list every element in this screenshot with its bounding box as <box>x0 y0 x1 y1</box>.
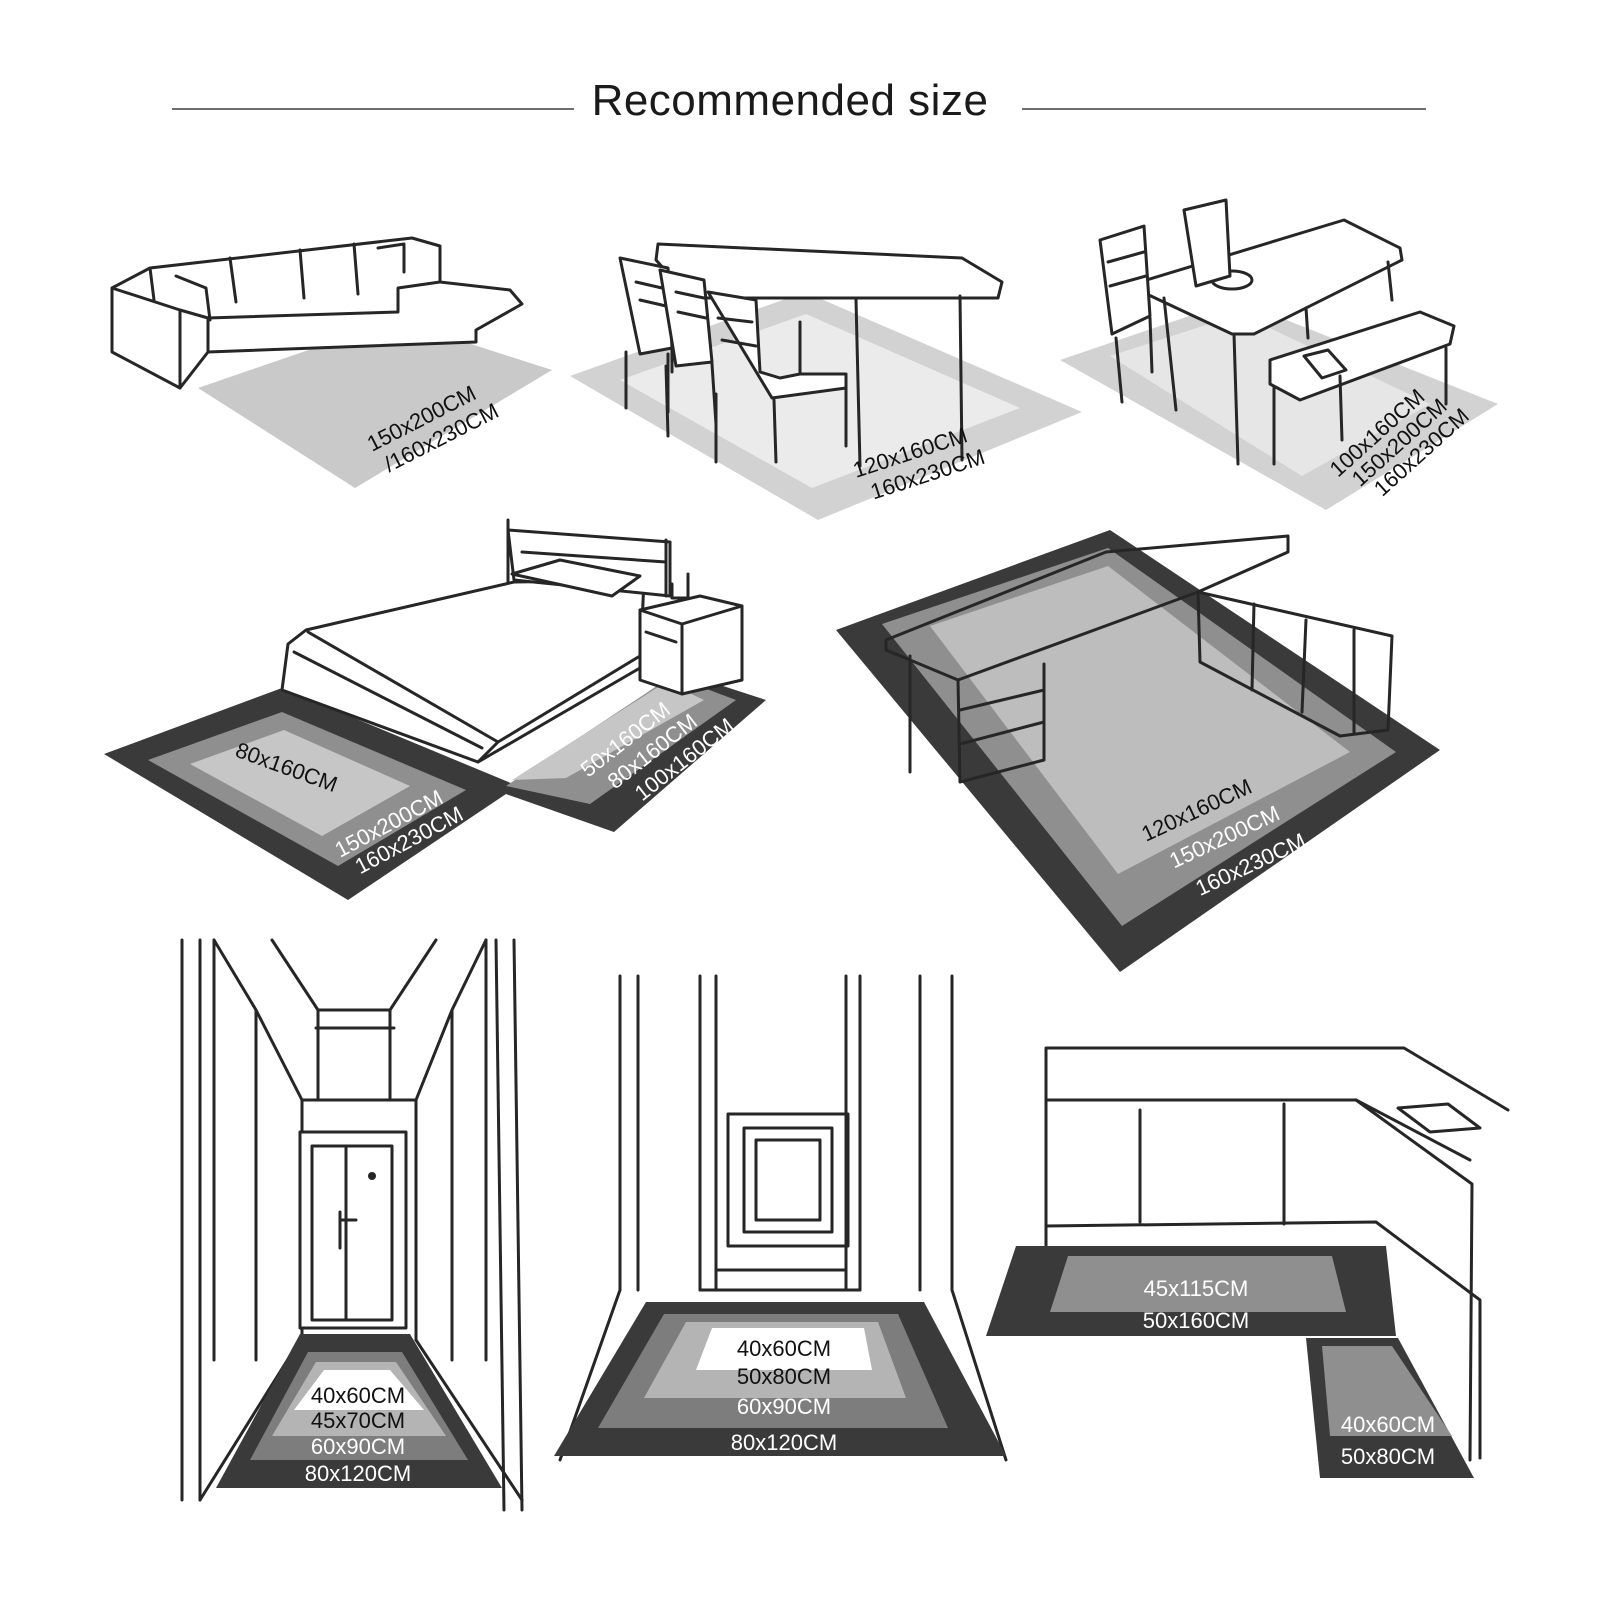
rug-bed-main-inner <box>190 730 410 836</box>
rug-kitchen-2-inner <box>1322 1346 1452 1436</box>
size-label: 80x120CM <box>305 1461 411 1486</box>
rug-sofa <box>198 320 552 488</box>
size-label: 80x120CM <box>731 1430 837 1455</box>
size-label: 50x80CM <box>1341 1444 1435 1469</box>
door-peephole <box>368 1172 376 1180</box>
rug-dining-1-inner <box>620 314 1020 488</box>
size-label: 45x70CM <box>311 1408 405 1433</box>
scene-desk <box>836 530 1440 972</box>
size-label: 45x115CM <box>1144 1276 1249 1301</box>
rug-desk-inner <box>930 566 1350 874</box>
header-rule-right <box>1022 108 1426 110</box>
scene-dining-2 <box>1060 198 1498 510</box>
labels-hall-1: 40x60CM 45x70CM 60x90CM 80x120CM <box>305 1383 411 1486</box>
scene-bed <box>104 518 766 900</box>
size-label: 50x160CM <box>1143 1308 1249 1333</box>
size-label: 40x60CM <box>1341 1412 1435 1437</box>
size-label: 40x60CM <box>737 1336 831 1361</box>
rug-bed-side-inner <box>512 682 704 780</box>
hall-door-frame <box>298 1130 408 1330</box>
labels-kitchen-1: 45x115CM 50x160CM <box>1143 1276 1249 1333</box>
rug-hall-2-inner <box>696 1328 872 1370</box>
size-label: 50x80CM <box>737 1364 831 1389</box>
scene-sofa <box>110 236 552 488</box>
page-title: Recommended size <box>591 76 989 125</box>
header: Recommended size <box>0 72 1600 142</box>
rug-kitchen-1-inner <box>1050 1256 1346 1312</box>
rug-dining-2-inner <box>1110 314 1430 476</box>
size-label: 60x90CM <box>311 1434 405 1459</box>
header-rule-left <box>172 108 574 110</box>
wall-frame-inner <box>754 1138 822 1222</box>
scene-dining-1 <box>570 242 1082 520</box>
scene-hallway-1 <box>180 938 524 1512</box>
wall-frame <box>742 1126 834 1234</box>
size-label: 60x90CM <box>737 1394 831 1419</box>
labels-hall-2: 40x60CM 50x80CM 60x90CM 80x120CM <box>731 1336 837 1455</box>
scene-kitchen <box>986 1046 1510 1478</box>
rug-hall-1-inner <box>294 1370 424 1410</box>
labels-kitchen-2: 40x60CM 50x80CM <box>1341 1412 1435 1469</box>
scene-hallway-2 <box>554 974 1008 1462</box>
size-label: 40x60CM <box>311 1383 405 1408</box>
